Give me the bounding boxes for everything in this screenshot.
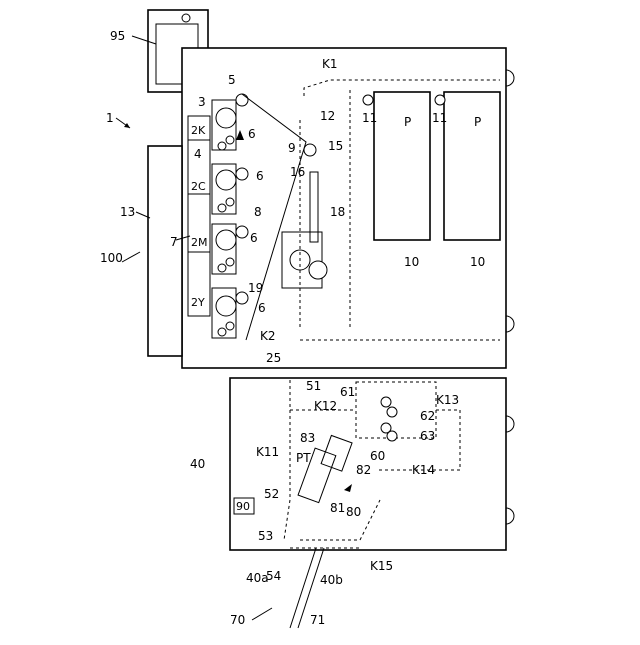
label-K1: K1: [322, 57, 338, 71]
label-PT: PT: [296, 451, 311, 465]
label-83: 83: [300, 431, 315, 445]
label-10-b: 10: [470, 255, 485, 269]
label-K13: K13: [436, 393, 459, 407]
label-5: 5: [228, 73, 236, 87]
label-12: 12: [320, 109, 335, 123]
label-3: 3: [198, 95, 206, 109]
label-15: 15: [328, 139, 343, 153]
label-2Y: 2Y: [191, 296, 205, 309]
label-52: 52: [264, 487, 279, 501]
label-11-a: 11: [362, 111, 377, 125]
label-2K: 2K: [191, 124, 206, 137]
paper-tray-10-a: [374, 92, 430, 240]
label-P-b: P: [474, 115, 481, 129]
label-8: 8: [254, 205, 262, 219]
label-6-b: 6: [256, 169, 264, 183]
label-54: 54: [266, 569, 281, 583]
label-71: 71: [310, 613, 325, 627]
label-53: 53: [258, 529, 273, 543]
label-18: 18: [330, 205, 345, 219]
label-16: 16: [290, 165, 305, 179]
label-1: 1: [106, 111, 114, 125]
label-100: 100: [100, 251, 123, 265]
label-81: 81: [330, 501, 345, 515]
label-4: 4: [194, 147, 202, 161]
reader-13: [148, 146, 182, 356]
label-70: 70: [230, 613, 245, 627]
label-P-a: P: [404, 115, 411, 129]
label-K2: K2: [260, 329, 276, 343]
label-90: 90: [236, 500, 250, 513]
label-61: 61: [340, 385, 355, 399]
label-60: 60: [370, 449, 385, 463]
label-7: 7: [170, 235, 178, 249]
label-6-c: 6: [250, 231, 258, 245]
label-K15: K15: [370, 559, 393, 573]
label-51: 51: [306, 379, 321, 393]
label-80: 80: [346, 505, 361, 519]
label-40: 40: [190, 457, 205, 471]
label-6-d: 6: [258, 301, 266, 315]
label-95: 95: [110, 29, 125, 43]
label-2M: 2M: [191, 236, 208, 249]
label-25: 25: [266, 351, 281, 365]
label-9: 9: [288, 141, 296, 155]
label-2C: 2C: [191, 180, 206, 193]
label-13: 13: [120, 205, 135, 219]
label-63: 63: [420, 429, 435, 443]
label-11-b: 11: [432, 111, 447, 125]
paper-tray-10-b: [444, 92, 500, 240]
label-K12: K12: [314, 399, 337, 413]
label-10-a: 10: [404, 255, 419, 269]
label-62: 62: [420, 409, 435, 423]
label-K11: K11: [256, 445, 279, 459]
label-40b: 40b: [320, 573, 343, 587]
label-6-a: 6: [248, 127, 256, 141]
label-82: 82: [356, 463, 371, 477]
label-19: 19: [248, 281, 263, 295]
